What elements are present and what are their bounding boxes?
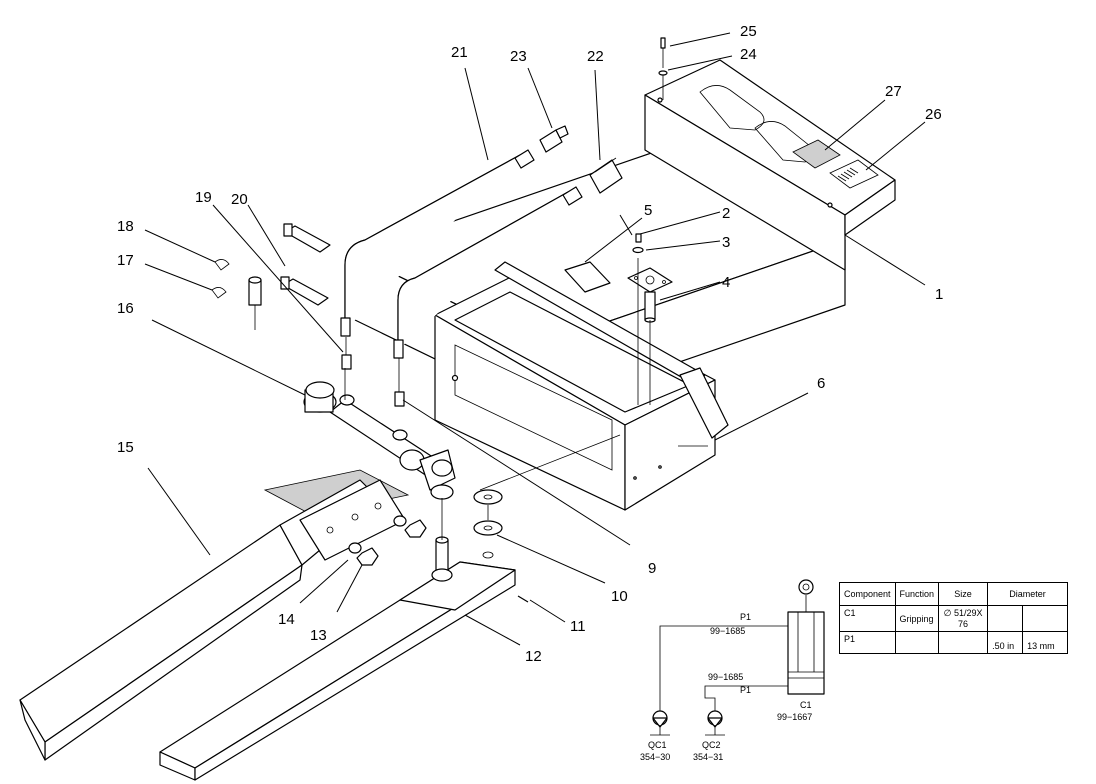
coupler-22 xyxy=(589,159,623,194)
callout-13: 13 xyxy=(310,627,327,644)
table-row: C1 Gripping ∅ 51/29X 76 xyxy=(839,605,1069,632)
callout-23: 23 xyxy=(510,48,527,65)
coupler-23 xyxy=(539,129,563,153)
coupler-qc1-symbol xyxy=(650,710,670,736)
bolts-20 xyxy=(280,223,331,306)
callout-1: 1 xyxy=(935,286,943,303)
cylinder-c1-symbol xyxy=(787,611,825,695)
label-c1: C1 xyxy=(800,700,812,710)
callout-17: 17 xyxy=(117,252,134,269)
cell-diameter-in: .50 in xyxy=(987,631,1024,654)
cell-function: Gripping xyxy=(894,605,940,632)
header-size: Size xyxy=(938,582,989,606)
label-qc1: QC1 xyxy=(648,740,667,750)
callout-4: 4 xyxy=(722,274,730,291)
cell-component: P1 xyxy=(839,631,896,654)
table-row: P1 .50 in 13 mm xyxy=(839,631,1069,654)
callout-2: 2 xyxy=(722,205,730,222)
mount-plate-assembly xyxy=(627,233,673,405)
decal-5 xyxy=(564,261,611,293)
hydraulic-cylinder xyxy=(303,381,456,500)
label-qc2: QC2 xyxy=(702,740,721,750)
label-c1-part: 99−1667 xyxy=(777,712,812,722)
jaw-arm-15 xyxy=(19,469,427,761)
cell-function xyxy=(894,631,940,654)
callout-26: 26 xyxy=(925,106,942,123)
callout-11: 11 xyxy=(570,618,586,635)
hardware-24-25 xyxy=(658,37,668,100)
callout-18: 18 xyxy=(117,218,134,235)
barcode-decal xyxy=(837,167,859,182)
callout-25: 25 xyxy=(740,23,757,40)
callouts: 1 2 3 4 5 6 9 10 11 12 13 14 15 16 17 18… xyxy=(117,23,943,665)
cell-diameter-in xyxy=(987,605,1024,632)
label-qc1-part: 354−30 xyxy=(640,752,670,762)
callout-15: 15 xyxy=(117,439,134,456)
callout-21: 21 xyxy=(451,44,468,61)
label-qc2-part: 354−31 xyxy=(693,752,723,762)
header-component: Component xyxy=(839,582,896,606)
callout-14: 14 xyxy=(278,611,295,628)
callout-6: 6 xyxy=(817,375,825,392)
header-function: Function xyxy=(894,582,940,606)
fittings xyxy=(341,337,405,407)
component-spec-table: Component Function Size Diameter C1 Grip… xyxy=(839,582,1069,654)
clips-17-18 xyxy=(211,259,262,330)
cylinder-eye-symbol xyxy=(798,579,814,595)
callout-3: 3 xyxy=(722,234,730,251)
washers-10 xyxy=(473,489,503,536)
callout-16: 16 xyxy=(117,300,134,317)
jaw-arm-12 xyxy=(159,498,529,781)
cell-diameter-mm: 13 mm xyxy=(1022,631,1069,654)
hydraulic-hoses xyxy=(340,125,623,359)
table-header-row: Component Function Size Diameter xyxy=(839,582,1069,606)
label-p1-bottom: P1 xyxy=(740,685,751,695)
callout-12: 12 xyxy=(525,648,542,665)
callout-19: 19 xyxy=(195,189,212,206)
cell-component: C1 xyxy=(839,605,896,632)
cell-size xyxy=(938,631,989,654)
label-p1-top-part: 99−1685 xyxy=(710,626,745,636)
header-diameter: Diameter xyxy=(987,582,1069,606)
coupler-qc2-symbol xyxy=(705,710,725,736)
callout-22: 22 xyxy=(587,48,604,65)
callout-5: 5 xyxy=(644,202,652,219)
callout-24: 24 xyxy=(740,46,757,63)
callout-10: 10 xyxy=(611,588,628,605)
callout-27: 27 xyxy=(885,83,902,100)
label-p1-top: P1 xyxy=(740,612,751,622)
label-p1-bottom-part: 99−1685 xyxy=(708,672,743,682)
cell-size: ∅ 51/29X 76 xyxy=(938,605,989,632)
callout-20: 20 xyxy=(231,191,248,208)
leader-lines xyxy=(144,32,926,646)
callout-9: 9 xyxy=(648,560,656,577)
housing-box xyxy=(434,261,729,511)
hydraulic-schematic: P1 99−1685 99−1685 P1 C1 99−1667 QC1 354… xyxy=(640,579,825,762)
cell-diameter-mm xyxy=(1022,605,1069,632)
